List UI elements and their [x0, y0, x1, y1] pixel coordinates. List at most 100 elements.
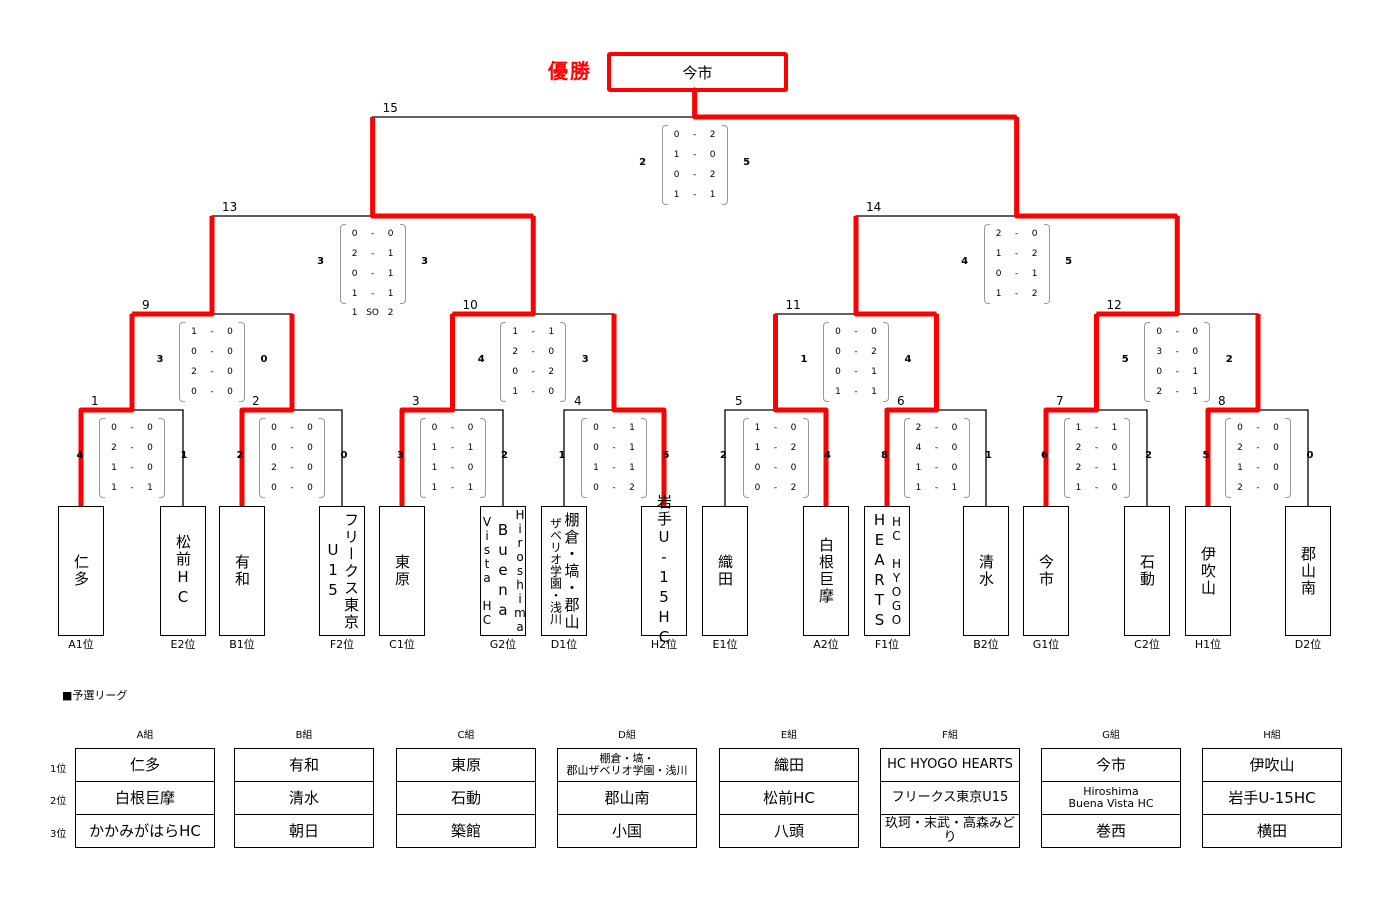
period-dash: - — [1015, 269, 1019, 279]
group-team-cell: 清水 — [235, 781, 373, 814]
period-score-right: 0 — [307, 443, 313, 453]
team-seed: B1位 — [229, 638, 255, 651]
total-score-right: 5 — [1065, 256, 1073, 267]
total-score-left: 1 — [800, 354, 808, 365]
period-dash: - — [290, 423, 294, 433]
period-dash: - — [773, 463, 778, 473]
period-score-right: 0 — [790, 423, 797, 433]
period-score-right: 0 — [1031, 229, 1038, 239]
period-row: 2-1 — [1064, 458, 1130, 478]
match-number: 13 — [222, 200, 238, 214]
period-score-right: 0 — [1273, 443, 1279, 453]
total-score-right: 4 — [824, 450, 831, 461]
period-row: 1-1 — [99, 478, 165, 498]
group-team-cell: 石動 — [397, 781, 535, 814]
paren-left — [500, 322, 507, 402]
prelim-group: C組東原石動築館 — [396, 726, 536, 848]
period-score-left: 1 — [191, 327, 197, 337]
period-score-right: 0 — [147, 423, 153, 433]
period-dash: - — [290, 443, 294, 453]
match-number: 9 — [142, 298, 150, 312]
team-box: 岩手U-15HC — [641, 494, 687, 648]
period-score-right: 0 — [227, 347, 233, 357]
period-score-left: 1 — [835, 387, 841, 397]
paren-right — [479, 418, 486, 498]
period-row: 1-0 — [1064, 478, 1130, 498]
period-score-right: 0 — [951, 443, 958, 453]
period-score-right: 1 — [1192, 387, 1199, 397]
paren-right — [883, 322, 889, 402]
team-name: 有和 — [233, 554, 251, 588]
team-box: 白根巨摩 — [803, 506, 849, 636]
group-team-cell: 仁多 — [129, 755, 160, 774]
period-row: 2-0 — [99, 438, 165, 458]
total-score-right: 3 — [581, 354, 589, 365]
winner-path — [132, 216, 215, 317]
period-row: 4-0 — [904, 438, 970, 458]
period-score-left: 0 — [593, 483, 599, 493]
paren-left — [259, 418, 265, 498]
period-score-left: 0 — [673, 130, 680, 140]
team-box: 石動 — [1124, 506, 1170, 636]
match-number: 11 — [785, 298, 801, 312]
period-dash: - — [1094, 463, 1099, 473]
period-row: 2-0 — [500, 342, 566, 362]
period-score-left: 1 — [754, 423, 761, 433]
period-dash: - — [531, 327, 535, 337]
period-score-right: 2 — [871, 347, 877, 357]
paren-right — [159, 418, 165, 498]
match-number: 4 — [574, 394, 582, 408]
period-score-left: 0 — [271, 483, 277, 493]
period-row: 0-2 — [743, 478, 809, 498]
period-score-right: 0 — [1111, 483, 1118, 493]
group-table: 有和清水朝日 — [234, 748, 374, 848]
champion-path — [692, 88, 1017, 120]
winner-path — [773, 314, 829, 506]
team-seed: E1位 — [712, 638, 738, 651]
rank-label-1: 1位 — [50, 764, 67, 775]
period-score-right: 1 — [147, 483, 153, 493]
period-dash: - — [1175, 367, 1179, 377]
period-row: 0-0 — [743, 458, 809, 478]
group-team-cell: かかみがはらHC — [76, 814, 214, 847]
period-score-right: 1 — [951, 483, 958, 493]
period-row: 0-0 — [259, 478, 325, 498]
period-dash: - — [371, 289, 375, 299]
prelim-section-title: ■予選リーグ — [62, 689, 128, 702]
team-name: 郡山南 — [1299, 545, 1317, 597]
team-name: フリークス東京 — [342, 511, 360, 631]
total-score-right: 0 — [340, 450, 348, 461]
period-row: 1-1 — [1064, 418, 1130, 438]
period-score-right: 0 — [227, 327, 233, 337]
group-table: 東原石動築館 — [396, 748, 536, 848]
winner-path — [1014, 117, 1178, 219]
paren-right — [399, 224, 406, 304]
period-row: 0-2 — [823, 342, 889, 362]
period-dash: - — [130, 423, 134, 433]
period-dash: - — [612, 463, 616, 473]
total-score-left: 4 — [961, 256, 969, 267]
winner-path — [452, 216, 536, 317]
period-dash: - — [1094, 423, 1099, 433]
group-team-cell: 郡山南 — [558, 781, 696, 814]
team-seed: D1位 — [550, 638, 578, 651]
team-name: 松前HC — [174, 534, 192, 608]
team-box: 今市 — [1023, 506, 1069, 636]
period-dash: - — [450, 463, 455, 473]
period-row: 0-1 — [581, 438, 647, 458]
period-score-right: 1 — [1031, 269, 1038, 279]
group-title: E組 — [780, 730, 798, 741]
team-seed: F1位 — [874, 638, 900, 651]
rank-label-2: 2位 — [50, 796, 67, 807]
period-score-left: 1 — [754, 443, 761, 453]
period-score-right: 2 — [629, 483, 635, 493]
team-name: Vista HC — [480, 515, 494, 627]
period-score-right: 1 — [709, 190, 716, 200]
period-row: 1-2 — [743, 438, 809, 458]
total-score-left: 5 — [1202, 450, 1210, 461]
